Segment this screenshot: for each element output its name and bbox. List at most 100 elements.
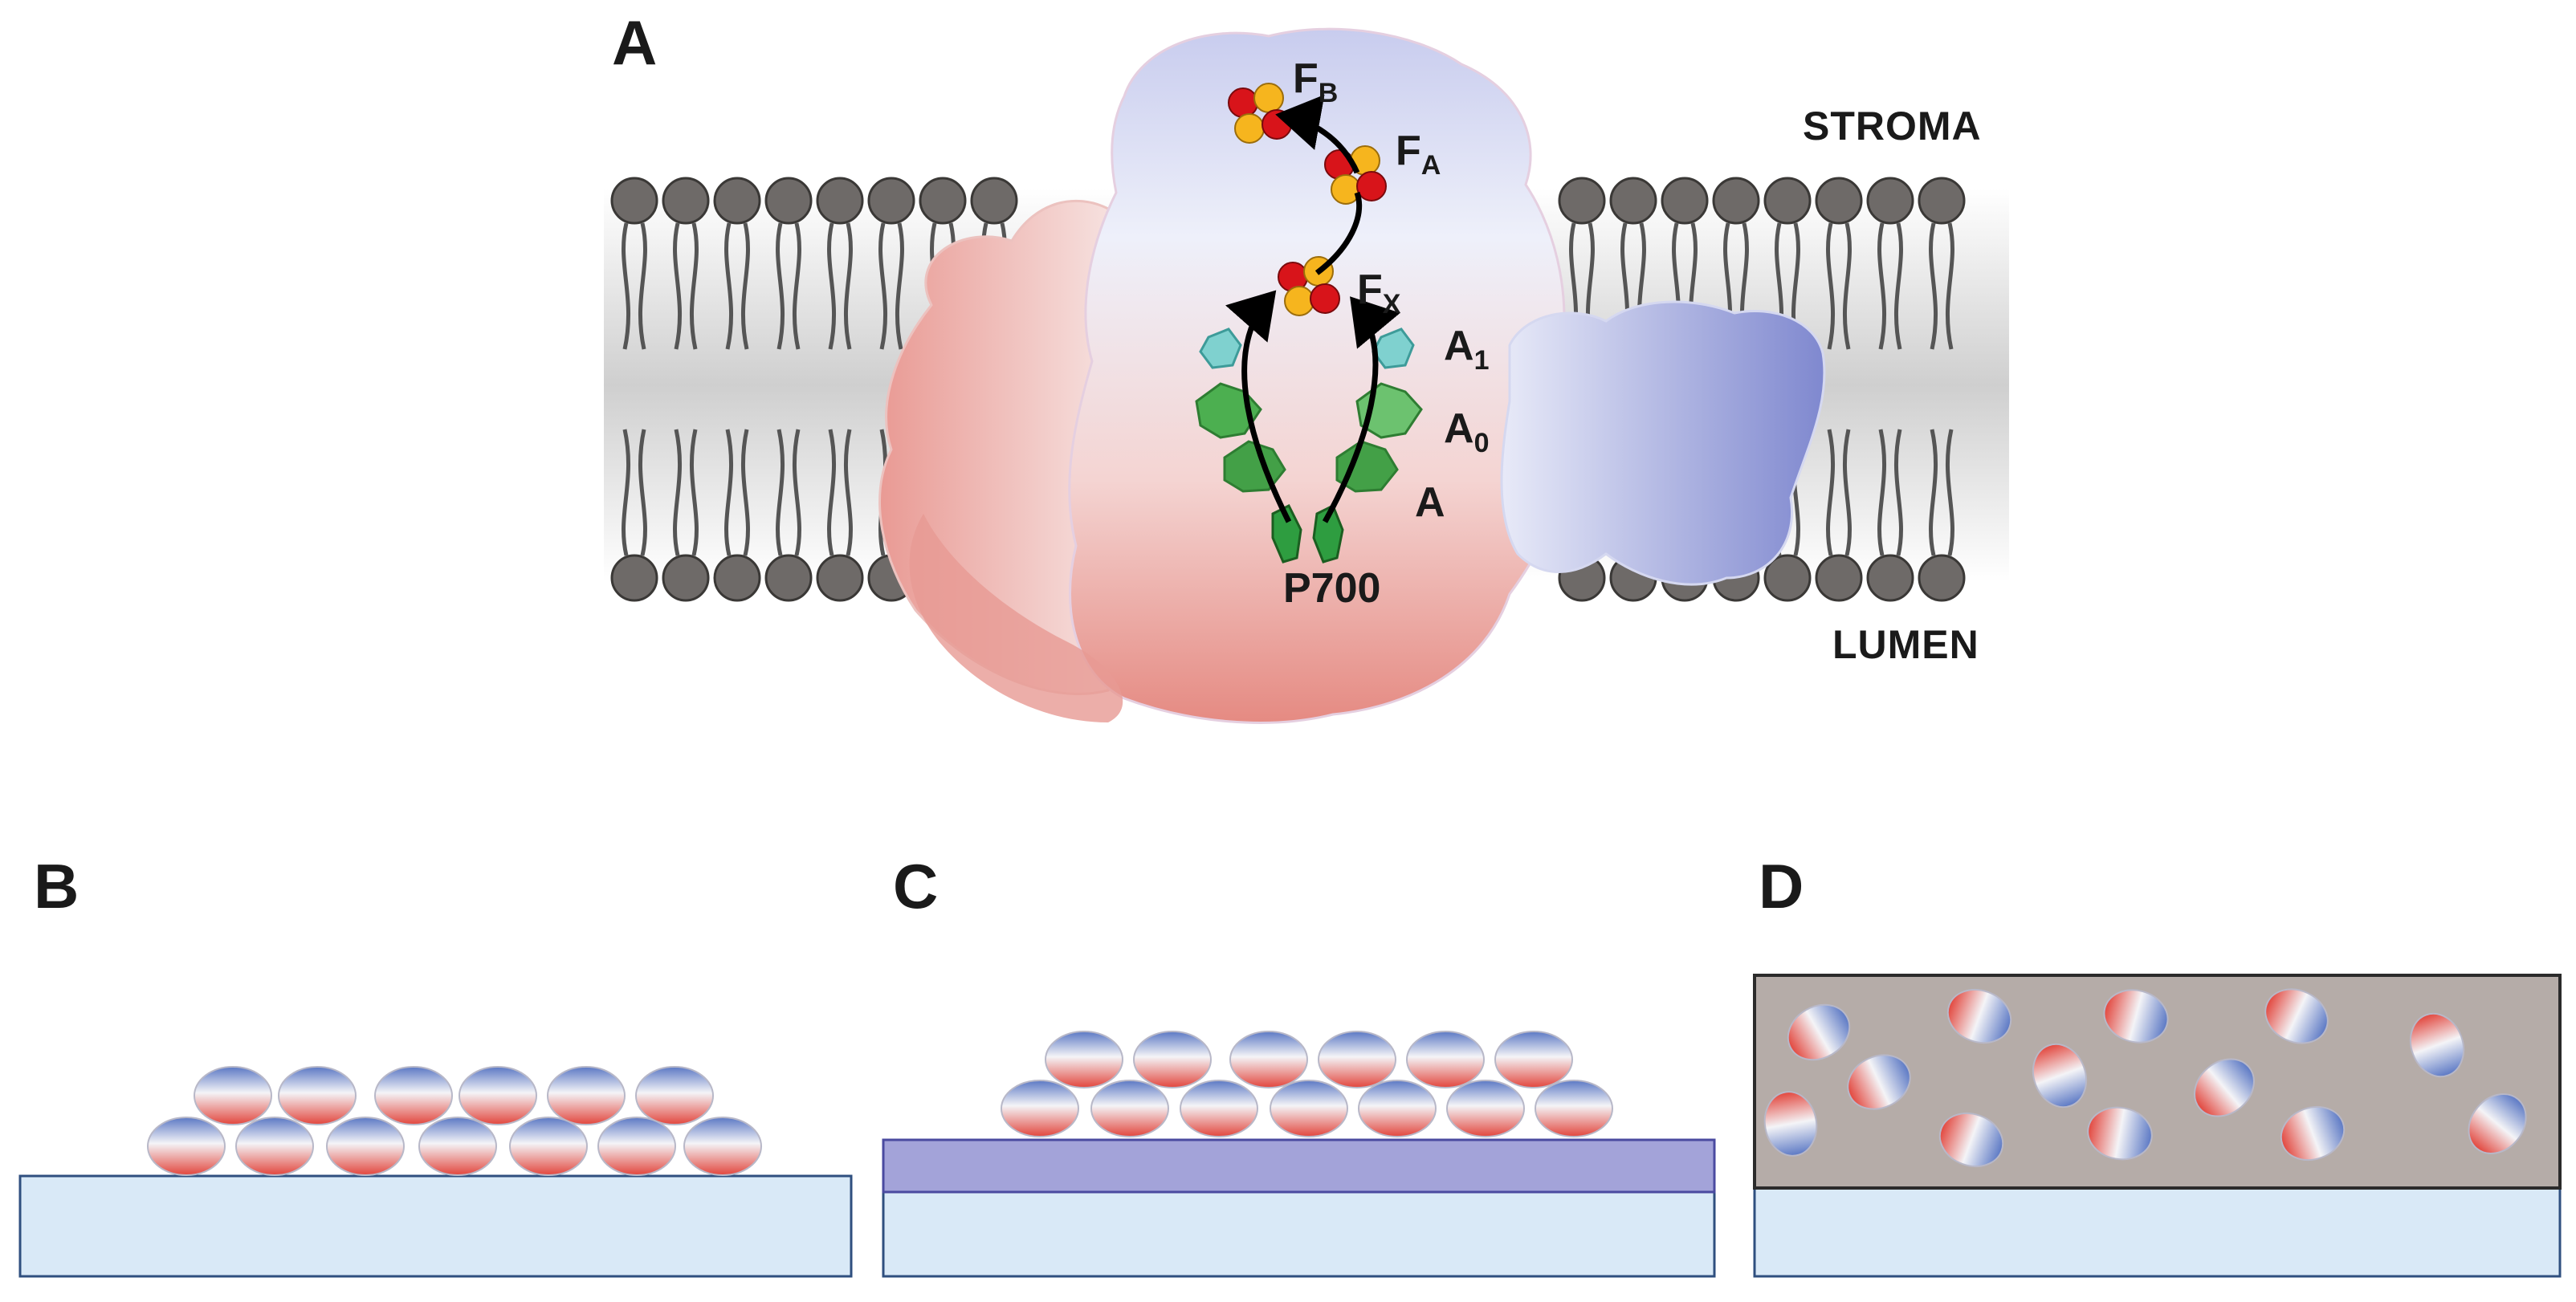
psi-particle [459,1066,537,1125]
lipid-tail [895,222,904,350]
lumen-label: LUMEN [1832,622,1979,667]
lipid-tail [776,222,785,350]
chlorophyll-a-right [1335,440,1399,493]
arrow-fa-fb [1275,94,1360,174]
psi-particle [683,1117,762,1176]
psi-particle [1318,1031,1396,1088]
lipid-tail [1929,222,1938,350]
lipid-tail [792,429,801,556]
fe-s-cluster-fx [1278,256,1340,316]
label-a1: A1 [1444,323,1490,376]
psi-particle [597,1117,676,1176]
substrate-d [1753,1186,2562,1278]
psi-particle [194,1066,272,1125]
label-fb: FB [1293,55,1339,108]
lipid-head [1918,554,1966,602]
lipid-head [1866,177,1914,225]
panel-d-schematic [1753,974,2562,1278]
psi-particle [1406,1031,1485,1088]
lipid-tail [1945,222,1954,350]
lipid-tail [740,222,750,350]
lipid-head [610,554,658,602]
lipid-tail [689,222,699,350]
psi-particle [1001,1080,1079,1137]
lipid-tail [843,429,853,556]
psi-particle [1090,1080,1169,1137]
lipid-tail [792,222,801,350]
substrate-b [18,1174,853,1278]
psi-particle [1763,1091,1818,1157]
psi-particle [147,1117,226,1176]
lipid-head [1763,177,1812,225]
substrate-c [882,1190,1716,1278]
psi-particle [2103,989,2169,1044]
psi-particle [1180,1080,1258,1137]
lipid-head [1918,177,1966,225]
lipid-head [610,177,658,225]
label-fa: FA [1396,128,1441,181]
lipid-head [713,554,761,602]
arrow-fx-fa [1314,191,1363,275]
label-p700: P700 [1283,565,1381,612]
lipid-tail [1877,429,1887,556]
lipid-tail [827,222,837,350]
lipid-head [1609,177,1657,225]
lipid-tail [638,222,647,350]
label-a: A [1415,479,1445,526]
psi-particle [547,1066,626,1125]
psi-particle [2409,1012,2465,1078]
lipid-tail [1893,429,1903,556]
psi-particle [2468,1093,2527,1154]
lipid-head [1661,177,1709,225]
lipid-head [764,177,813,225]
psi-particle [418,1117,497,1176]
lipid-tail [1945,429,1954,556]
psi-particle [1847,1054,1911,1110]
lipid-head [662,554,710,602]
electron-transfer-arrows [1225,94,1400,523]
lipid-tail [740,429,750,556]
panel-b-schematic [18,1066,853,1278]
psi-particle [1358,1080,1437,1137]
lipid-head [1558,177,1606,225]
lipid-tail [843,222,853,350]
psi-protein-surface [878,27,1826,724]
lipid-head [1712,177,1760,225]
psi-particle [1938,1112,2004,1168]
panel-label-b: B [34,851,79,922]
psi-particle [2032,1043,2088,1109]
stroma-label: STROMA [1803,104,1982,149]
panel-label-d: D [1759,851,1804,922]
lipid-head [662,177,710,225]
lipid-tail [1929,429,1938,556]
psi-particle [2280,1105,2346,1162]
lipid-head [970,177,1018,225]
psi-particle [374,1066,453,1125]
psi-particle [2087,1106,2153,1161]
lipid-tail [724,429,734,556]
psi-particle [326,1117,405,1176]
lipid-tail [622,222,631,350]
psi-particle [1535,1080,1613,1137]
interlayer-c [882,1138,1716,1194]
arrow-p700-fx-left [1225,290,1292,523]
psi-particle [1045,1031,1123,1088]
panel-label-c: C [893,851,939,922]
lipid-tail [673,222,683,350]
lipid-tail [1877,222,1887,350]
lipid-tail [776,429,785,556]
psi-monolayer-b [147,1066,762,1176]
lipid-head [1815,177,1863,225]
psi-particle [1787,1003,1851,1061]
psi-particle [235,1117,314,1176]
psi-particle [1133,1031,1212,1088]
lipid-tail [724,222,734,350]
lipid-tail [1842,222,1852,350]
lipid-head [867,177,915,225]
psi-particle [1229,1031,1308,1088]
lipid-tail [878,222,888,350]
panel-label-a: A [612,7,658,78]
psi-particle [1494,1031,1573,1088]
psi-particle [635,1066,714,1125]
